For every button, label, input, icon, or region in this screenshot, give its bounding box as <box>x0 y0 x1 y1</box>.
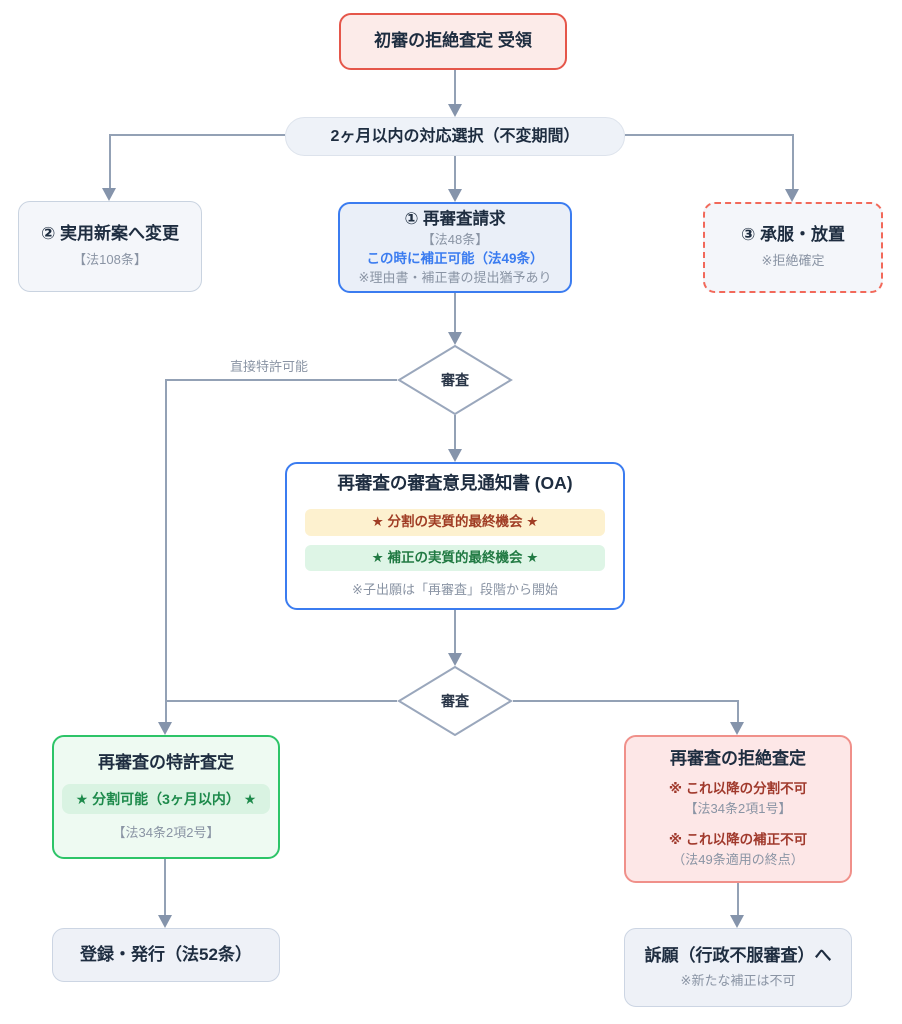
node-title: 訴願（行政不服審査）へ <box>644 945 832 965</box>
node-title: 再審査の審査意見通知書 (OA) <box>337 473 573 494</box>
edge-oa-to-exam2 <box>454 610 456 653</box>
node-title: 再審査の特許査定 <box>98 752 234 772</box>
node-reexam-rejection: 再審査の拒絶査定 ※ これ以降の分割不可 【法34条2項1号】 ※ これ以降の補… <box>624 735 852 883</box>
edge-exam2-to-reject-h <box>513 700 738 702</box>
edge-grant-to-register <box>164 859 166 915</box>
node-note: ※新たな補正は不可 <box>680 972 796 988</box>
no-amendment-law: （法49条適用の終点） <box>672 852 804 868</box>
edge-exam2-to-reject-v <box>737 700 739 722</box>
node-title: 再審査の拒絶査定 <box>670 749 806 769</box>
node-accept-abandon: ③ 承服・放置 ※拒絶確定 <box>703 202 883 293</box>
arrowhead-icon <box>785 189 799 202</box>
node-title: ① 再審査請求 <box>404 209 506 228</box>
diamond-shape-icon <box>397 345 513 415</box>
node-note: ※拒絶確定 <box>761 253 825 269</box>
division-last-chance-band: ★ 分割の実質的最終機会 ★ <box>305 508 605 536</box>
arrowhead-icon <box>448 653 462 666</box>
edge-period-to-accept-v <box>792 134 794 189</box>
no-amendment-note: ※ これ以降の補正不可 <box>668 831 808 847</box>
no-division-law: 【法34条2項1号】 <box>684 801 792 817</box>
decision-exam-2: 審査 <box>397 666 513 736</box>
edge-period-to-reexam <box>454 156 456 189</box>
node-reexamination-request: ① 再審査請求 【法48条】 この時に補正可能（法49条） ※理由書・補正書の提… <box>338 202 572 293</box>
node-title: 2ヶ月以内の対応選択（不変期間） <box>330 127 580 145</box>
edge-period-to-accept-h <box>625 134 793 136</box>
arrowhead-icon <box>730 915 744 928</box>
edge-exam2-to-grant <box>166 700 397 702</box>
arrowhead-icon <box>158 722 172 735</box>
arrowhead-icon <box>448 104 462 117</box>
no-division-note: ※ これ以降の分割不可 <box>668 781 808 797</box>
no-division-group: ※ これ以降の分割不可 【法34条2項1号】 <box>669 779 807 819</box>
decision-exam-1: 審査 <box>397 345 513 415</box>
decision-label: 審査 <box>441 693 469 709</box>
edge-direct-grant-v <box>165 379 167 722</box>
node-amendment-note: この時に補正可能（法49条） <box>366 251 544 266</box>
edge-reject-to-appeal <box>737 883 739 915</box>
edge-start-to-period <box>454 70 456 104</box>
node-utility-model-conversion: ② 実用新案へ変更 【法108条】 <box>18 201 202 292</box>
amendment-last-chance-band: ★ 補正の実質的最終機会 ★ <box>305 544 605 572</box>
node-extra-note: ※理由書・補正書の提出猶予あり <box>358 270 552 286</box>
node-registration-issue: 登録・発行（法52条） <box>52 928 280 982</box>
node-title: ③ 承服・放置 <box>740 225 846 245</box>
arrowhead-icon <box>448 189 462 202</box>
edge-reexam-to-exam1 <box>454 293 456 332</box>
no-amendment-group: ※ これ以降の補正不可 （法49条適用の終点） <box>669 830 807 870</box>
arrowhead-icon <box>730 722 744 735</box>
edge-direct-grant-h <box>166 379 397 381</box>
edge-period-to-utility-v <box>109 134 111 188</box>
node-law-note: 【法48条】 <box>421 231 489 247</box>
edge-exam1-to-oa <box>454 415 456 449</box>
node-initial-rejection: 初審の拒絶査定 受領 <box>339 13 567 70</box>
node-title: ② 実用新案へ変更 <box>40 224 180 244</box>
arrowhead-icon <box>102 188 116 201</box>
node-reexam-grant: 再審査の特許査定 ★ 分割可能（3ヶ月以内） ★ 【法34条2項2号】 <box>52 735 280 859</box>
node-note: ※子出願は「再審査」段階から開始 <box>352 582 558 598</box>
node-title: 初審の拒絶査定 受領 <box>374 31 532 51</box>
decision-label: 審査 <box>441 372 469 388</box>
node-law-note: 【法34条2項2号】 <box>112 824 220 840</box>
node-law-note: 【法108条】 <box>73 252 147 268</box>
division-possible-band: ★ 分割可能（3ヶ月以内） ★ <box>61 783 271 814</box>
node-office-action: 再審査の審査意見通知書 (OA) ★ 分割の実質的最終機会 ★ ★ 補正の実質的… <box>285 462 625 610</box>
diamond-shape-icon <box>397 666 513 736</box>
edge-label-direct-grant: 直接特許可能 <box>230 359 309 374</box>
node-title: 登録・発行（法52条） <box>80 944 252 964</box>
node-administrative-appeal: 訴願（行政不服審査）へ ※新たな補正は不可 <box>624 928 852 1007</box>
arrowhead-icon <box>448 449 462 462</box>
arrowhead-icon <box>158 915 172 928</box>
edge-period-to-utility-h <box>110 134 285 136</box>
arrowhead-icon <box>448 332 462 345</box>
node-response-period: 2ヶ月以内の対応選択（不変期間） <box>285 117 625 156</box>
